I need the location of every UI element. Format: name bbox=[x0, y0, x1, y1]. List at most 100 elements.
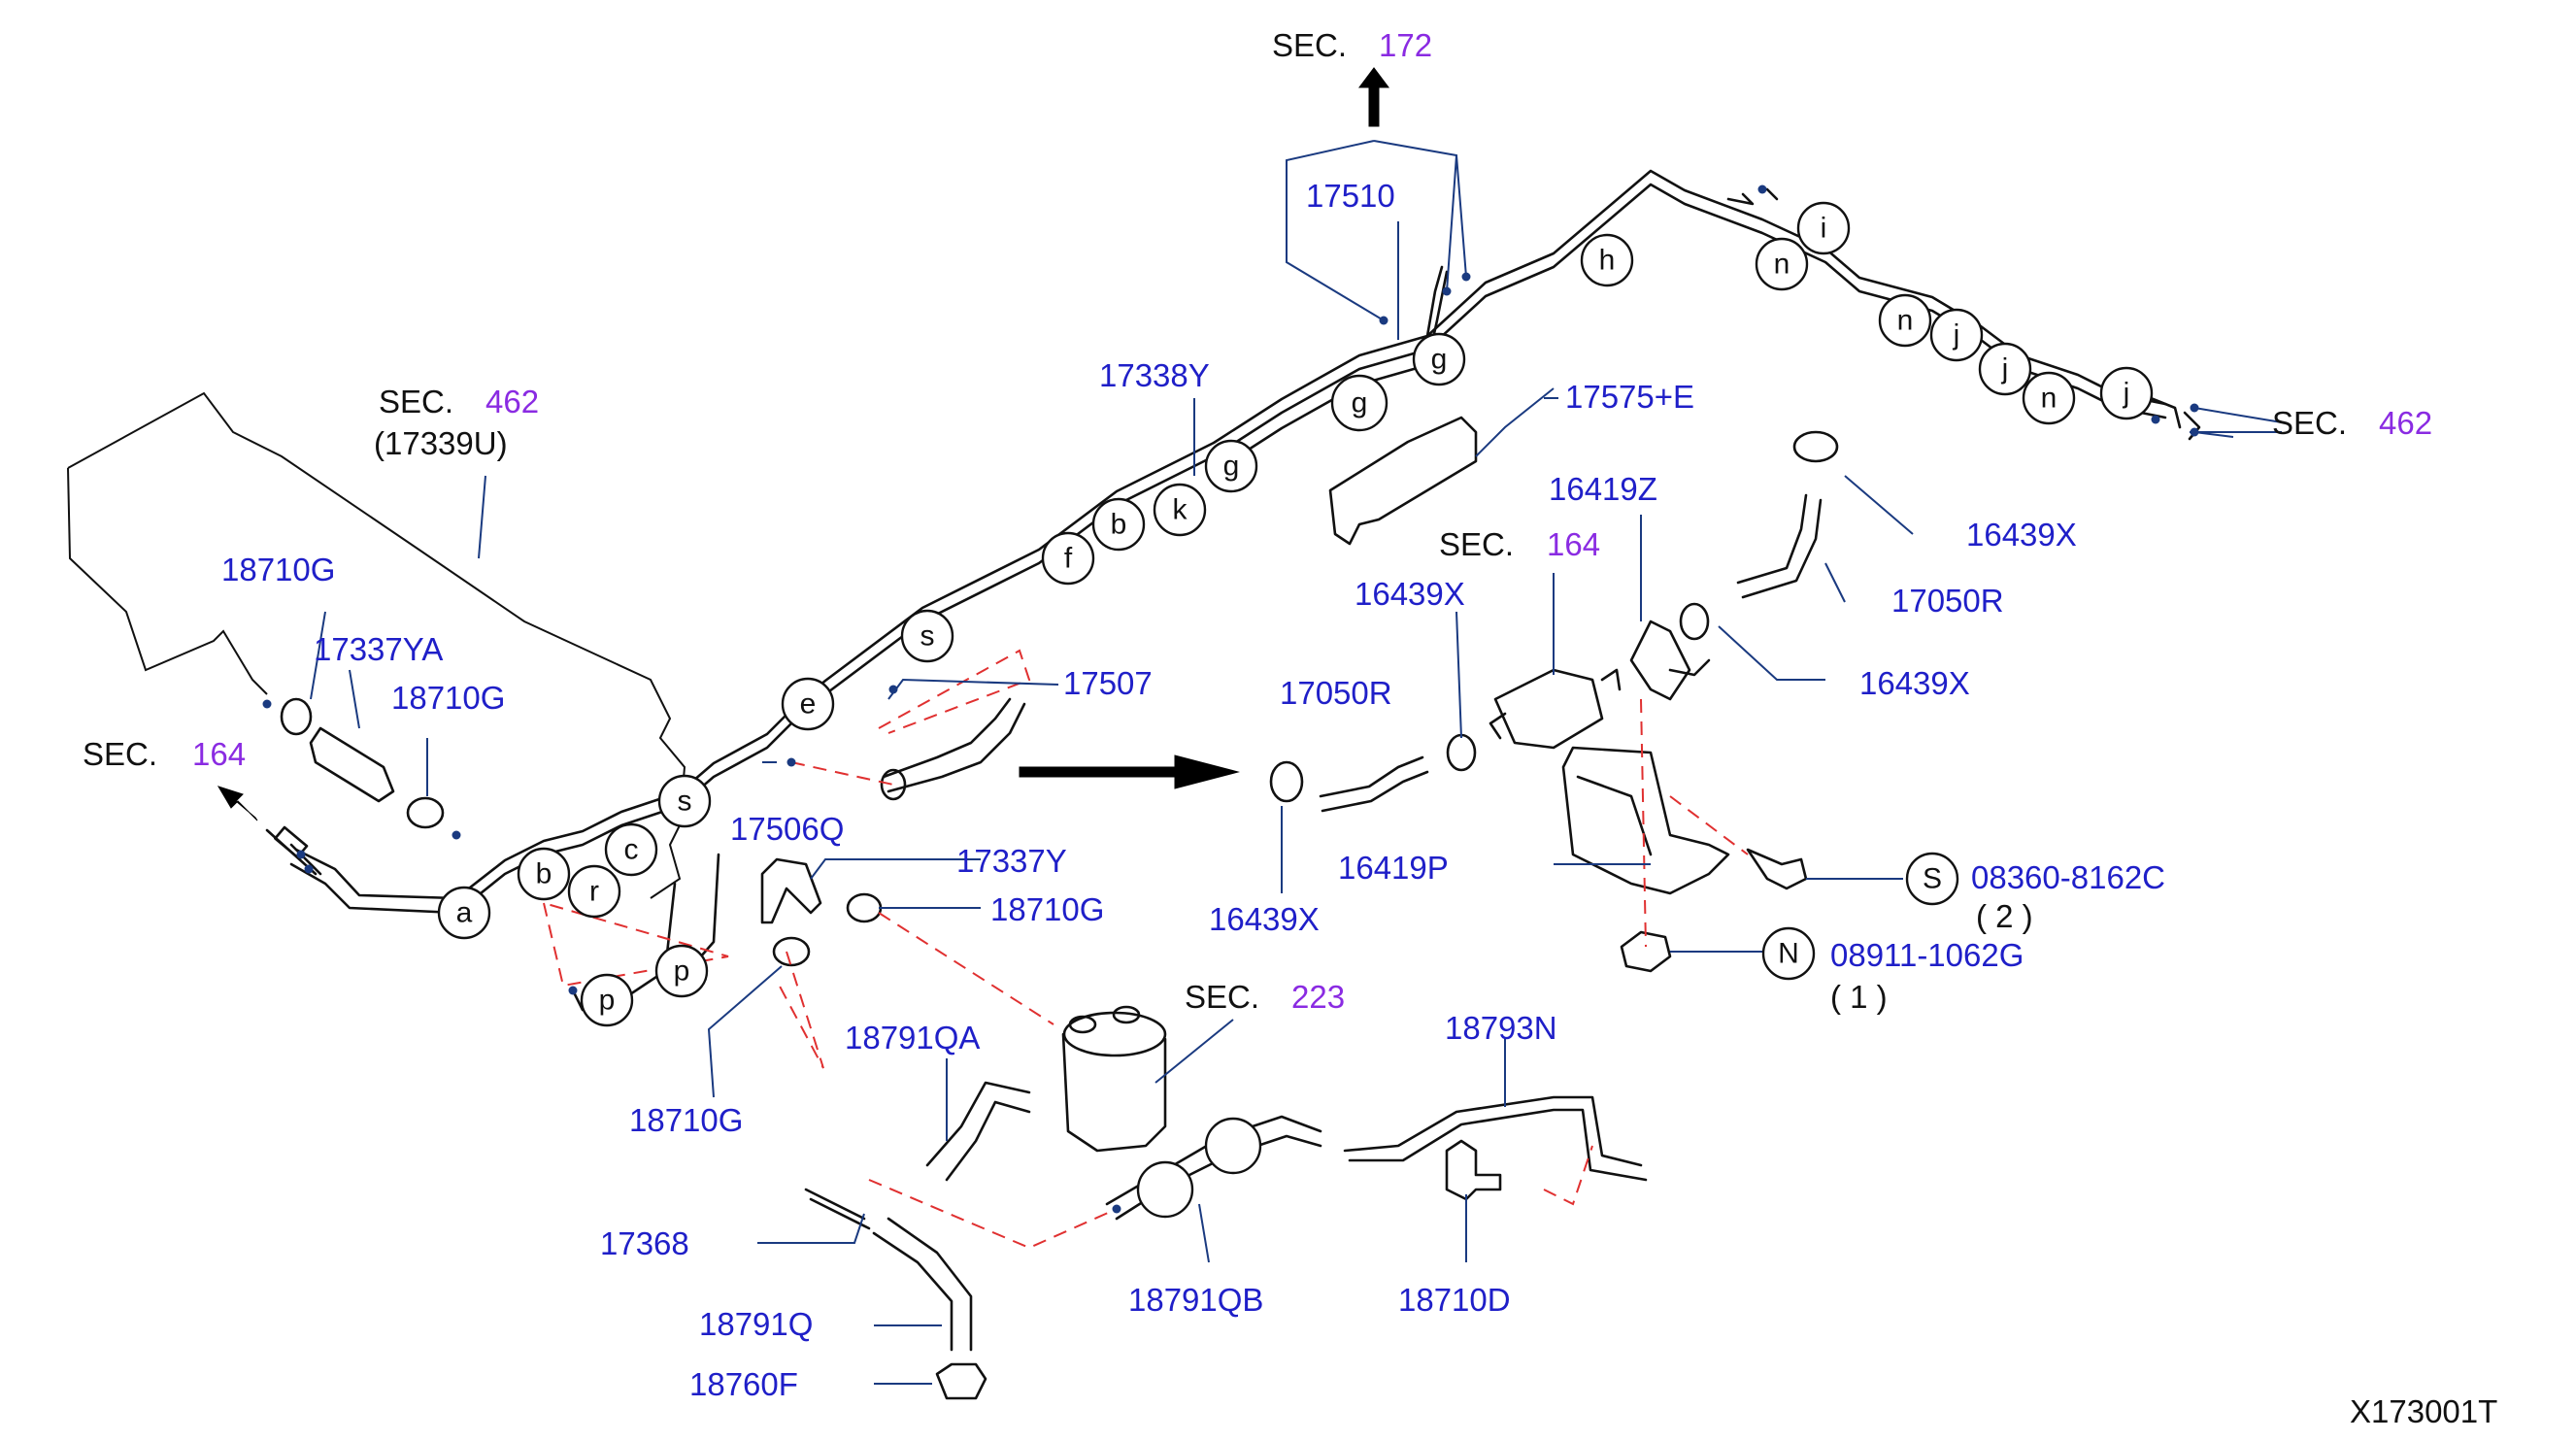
sec-223-label: SEC. 223 bbox=[1185, 979, 1345, 1015]
sec-164-filter-label: SEC. 164 bbox=[1439, 526, 1600, 562]
up-arrow-sec-172 bbox=[1358, 67, 1389, 127]
label-18760F: 18760F bbox=[689, 1366, 798, 1402]
clip-16439X-top bbox=[1792, 430, 1839, 463]
label-18710G-top: 18710G bbox=[221, 552, 335, 587]
svg-text:a: a bbox=[456, 897, 473, 929]
bubble-i: i bbox=[1796, 201, 1851, 255]
bubble-j-2: j bbox=[1978, 342, 2032, 396]
svg-text:e: e bbox=[800, 688, 817, 720]
label-17050R-left: 17050R bbox=[1280, 675, 1392, 711]
pipe-17507 bbox=[882, 697, 1026, 793]
label-17337YA: 17337YA bbox=[314, 631, 443, 667]
svg-text:SEC.: SEC. bbox=[83, 736, 157, 772]
pipe-18793N bbox=[1343, 1095, 1648, 1182]
svg-text:j: j bbox=[2001, 353, 2009, 385]
label-18791Q: 18791Q bbox=[699, 1306, 813, 1342]
bubble-a: a bbox=[437, 886, 491, 940]
svg-text:164: 164 bbox=[192, 736, 246, 772]
label-18793N: 18793N bbox=[1445, 1010, 1557, 1046]
clip-16439X-upper bbox=[1446, 733, 1477, 772]
hose-18791QA bbox=[925, 1081, 1031, 1182]
bubble-group: a b r c s p p e s f b k g g g h i n n j … bbox=[437, 201, 2154, 1219]
bubble-s-mid: s bbox=[900, 609, 954, 663]
clip-16439X-right bbox=[1679, 602, 1710, 641]
figure-code: X173001T bbox=[2350, 1393, 2497, 1429]
label-16419P: 16419P bbox=[1338, 850, 1449, 886]
bubble-p-right: p bbox=[654, 944, 709, 998]
sec-164-left-label: SEC. 164 bbox=[83, 736, 246, 772]
label-08360-qty: ( 2 ) bbox=[1976, 898, 2033, 934]
svg-text:SEC.: SEC. bbox=[1185, 979, 1259, 1015]
label-08360: 08360-8162C bbox=[1971, 859, 2165, 895]
label-17337Y: 17337Y bbox=[956, 843, 1067, 879]
svg-text:462: 462 bbox=[2379, 405, 2432, 441]
label-17338Y: 17338Y bbox=[1099, 357, 1210, 393]
bubble-f: f bbox=[1041, 531, 1095, 586]
label-18791QB: 18791QB bbox=[1128, 1282, 1263, 1318]
hose-17050R-left bbox=[1319, 755, 1429, 813]
bubble-r: r bbox=[567, 864, 621, 919]
bubble-e: e bbox=[781, 677, 835, 731]
svg-text:p: p bbox=[674, 955, 690, 988]
bubble-h: h bbox=[1580, 233, 1634, 287]
dashed-relation-lines bbox=[543, 649, 1749, 1250]
hose-17337YA bbox=[309, 726, 395, 803]
svg-text:h: h bbox=[1599, 245, 1616, 277]
svg-text:p: p bbox=[599, 985, 616, 1017]
hose-17337Y bbox=[760, 857, 822, 924]
sec-462-right-label: SEC. 462 bbox=[2272, 405, 2432, 441]
svg-text:n: n bbox=[2041, 383, 2057, 415]
bubble-c: c bbox=[604, 822, 658, 877]
svg-text:N: N bbox=[1778, 938, 1799, 970]
direction-arrow bbox=[1019, 754, 1240, 789]
hose-17050R-right bbox=[1736, 493, 1823, 599]
bubble-b-mid: b bbox=[1091, 497, 1146, 552]
label-18710G-bottom: 18710G bbox=[629, 1102, 743, 1138]
svg-text:(17339U): (17339U) bbox=[374, 425, 508, 461]
body-panel-outline bbox=[67, 391, 686, 899]
callout-n: N bbox=[1761, 926, 1816, 981]
part-labels: 17510 17338Y 17575+E 16419Z 16439X 17050… bbox=[221, 178, 2165, 1402]
label-17050R-right: 17050R bbox=[1891, 583, 2004, 619]
svg-text:g: g bbox=[1223, 451, 1240, 483]
svg-text:s: s bbox=[920, 620, 935, 653]
svg-text:SEC.: SEC. bbox=[1439, 526, 1514, 562]
svg-text:r: r bbox=[589, 876, 599, 908]
clip-18710G-2 bbox=[406, 796, 445, 829]
svg-text:b: b bbox=[1111, 509, 1127, 541]
sec-172-label: SEC. 172 bbox=[1272, 27, 1432, 63]
label-18710G-mid: 18710G bbox=[990, 891, 1104, 927]
cap-18760F bbox=[935, 1362, 987, 1400]
svg-text:g: g bbox=[1352, 387, 1368, 419]
sec-462-left-label: SEC. 462 (17339U) bbox=[374, 384, 539, 461]
svg-text:i: i bbox=[1821, 213, 1827, 245]
bubble-j-1: j bbox=[1929, 308, 1984, 362]
svg-text:SEC.: SEC. bbox=[2272, 405, 2347, 441]
label-17506Q: 17506Q bbox=[730, 811, 844, 847]
svg-text:462: 462 bbox=[485, 384, 539, 419]
fuel-filter-assembly bbox=[1489, 620, 1711, 750]
label-18791QA: 18791QA bbox=[845, 1020, 980, 1056]
svg-text:c: c bbox=[624, 834, 639, 866]
svg-text:S: S bbox=[1923, 863, 1942, 895]
bubble-n-1: n bbox=[1755, 237, 1809, 291]
label-17368: 17368 bbox=[600, 1225, 689, 1261]
label-18710D: 18710D bbox=[1398, 1282, 1511, 1318]
bubble-m bbox=[1204, 1117, 1262, 1175]
svg-text:f: f bbox=[1064, 543, 1073, 575]
svg-text:g: g bbox=[1431, 344, 1448, 376]
bubble-n-3: n bbox=[2022, 371, 2076, 425]
svg-text:j: j bbox=[1953, 319, 1960, 352]
clip-18710G-1 bbox=[280, 697, 313, 736]
svg-text:b: b bbox=[536, 858, 552, 890]
label-17575E: 17575+E bbox=[1565, 379, 1694, 415]
bolt-18710D bbox=[1445, 1139, 1502, 1201]
bubble-b-left: b bbox=[517, 847, 571, 901]
bubble-j-3: j bbox=[2099, 366, 2154, 420]
bubble-k: k bbox=[1153, 483, 1207, 537]
svg-text:164: 164 bbox=[1547, 526, 1600, 562]
svg-text:n: n bbox=[1774, 249, 1790, 281]
label-16439X-right: 16439X bbox=[1859, 665, 1970, 701]
svg-text:n: n bbox=[1897, 305, 1914, 337]
